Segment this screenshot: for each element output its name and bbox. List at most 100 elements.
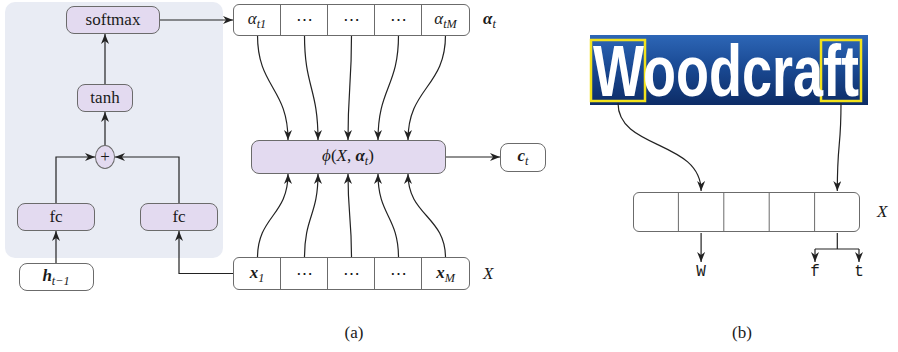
arrow-connector: [56, 157, 95, 203]
character-label: W: [696, 263, 706, 281]
text-part: M: [445, 270, 455, 284]
text-part: ,: [347, 146, 356, 165]
context-vector-box: ct: [500, 143, 546, 172]
text-holder: αt1: [248, 9, 266, 31]
node-text: ⋯: [390, 10, 407, 30]
text-part: t: [525, 154, 528, 168]
weight-cell: ⋯: [281, 5, 328, 35]
feature-cell: x1: [234, 258, 281, 289]
logo-text: Woodcraft: [593, 34, 859, 107]
node-text: ⋯: [343, 264, 360, 284]
glimpse-box: ϕ(X, αt): [251, 140, 446, 174]
node-text: ϕ(X, αt): [322, 146, 374, 168]
node-text: αtM: [434, 9, 457, 31]
text-holder: ϕ(X, αt): [322, 146, 374, 168]
text-holder: ⋯: [296, 264, 313, 284]
attention-weight-array: αtαt1⋯⋯⋯αtM: [233, 4, 470, 36]
text-holder: fc: [49, 207, 62, 227]
text-part: t1: [257, 17, 267, 31]
weight-cell: ⋯: [375, 5, 422, 35]
text-part: tM: [443, 17, 457, 31]
text-part: t: [365, 154, 368, 168]
arrow-connector: [348, 174, 352, 258]
softmax-box: softmax: [66, 6, 160, 34]
text-part: x: [250, 263, 259, 282]
text-part: α: [355, 146, 364, 165]
arrow-connector: [305, 35, 319, 140]
label-anchor: t: [854, 263, 864, 281]
node-text: ht−1: [42, 266, 69, 288]
subfigure-label: (a): [345, 323, 364, 343]
text-part: h: [42, 266, 51, 285]
arrow-connector: [104, 34, 105, 84]
text-part: ϕ: [322, 146, 331, 165]
text-holder: ht−1: [42, 266, 69, 288]
text-part: 1: [258, 270, 264, 284]
array-heading: X: [483, 264, 493, 284]
text-part: X: [483, 264, 493, 283]
node-text: ⋯: [343, 10, 360, 30]
arrow-connector: [115, 157, 179, 203]
text-holder: ⋯: [343, 264, 360, 284]
character-label: t: [854, 263, 864, 281]
text-holder: ⋯: [390, 10, 407, 30]
node-text: tanh: [90, 88, 119, 108]
mapping-arrow: [837, 103, 841, 191]
text-holder: tanh: [90, 88, 119, 108]
text-holder: αt: [483, 9, 496, 31]
node-text: ⋯: [296, 264, 313, 284]
text-part: α: [248, 9, 257, 28]
arrow-connector: [104, 112, 105, 145]
text-part: α: [434, 9, 443, 28]
text-holder: fc: [172, 207, 185, 227]
arrow-connector: [258, 174, 289, 258]
sum-node: +: [95, 145, 115, 169]
feature-array: Xx1⋯⋯⋯xM: [233, 257, 470, 290]
hidden-state-box: ht−1: [19, 263, 94, 291]
weight-cell: αt1: [234, 5, 281, 35]
feature-cell: ⋯: [375, 258, 422, 289]
text-holder: softmax: [86, 10, 141, 30]
attention-panel: [5, 2, 223, 258]
text-holder: ⋯: [390, 264, 407, 284]
arrow-connector: [348, 35, 352, 140]
fc-layer-box: fc: [140, 203, 218, 231]
text-part: α: [483, 9, 492, 28]
node-text: fc: [49, 207, 62, 227]
arrow-connector: [446, 156, 501, 157]
feature-cell: xM: [422, 258, 469, 289]
arrow-connector: [408, 174, 446, 258]
label-anchor: (a): [345, 323, 364, 343]
array-heading: X: [877, 202, 887, 222]
node-text: xM: [436, 263, 455, 285]
text-holder: xM: [436, 263, 455, 285]
node-text: +: [100, 147, 110, 167]
weight-cell: ⋯: [328, 5, 375, 35]
feature-cell: ⋯: [281, 258, 328, 289]
text-holder: X: [483, 264, 493, 284]
fc-layer-box: fc: [17, 203, 95, 231]
decode-arrows: [701, 233, 859, 262]
node-text: ⋯: [296, 10, 313, 30]
node-text: softmax: [86, 10, 141, 30]
arrow-connector: [55, 231, 56, 263]
text-holder: ⋯: [343, 10, 360, 30]
text-holder: x1: [250, 263, 265, 285]
node-text: x1: [250, 263, 265, 285]
arrow-connector: [378, 174, 399, 258]
text-holder: ct: [518, 146, 529, 168]
text-part: X: [337, 146, 347, 165]
arrow-connector: [378, 35, 399, 140]
feature-cell: ⋯: [328, 258, 375, 289]
label-anchor: Woodcraft: [593, 34, 859, 107]
node-text: ⋯: [390, 264, 407, 284]
array-heading: αt: [483, 9, 496, 31]
arrow-connector: [179, 231, 234, 274]
node-text: ct: [518, 146, 529, 168]
weight-cell: αtM: [422, 5, 469, 35]
label-anchor: W: [696, 263, 706, 281]
node-text: fc: [172, 207, 185, 227]
node-text: αt1: [248, 9, 266, 31]
subfigure-label: (b): [732, 323, 752, 343]
